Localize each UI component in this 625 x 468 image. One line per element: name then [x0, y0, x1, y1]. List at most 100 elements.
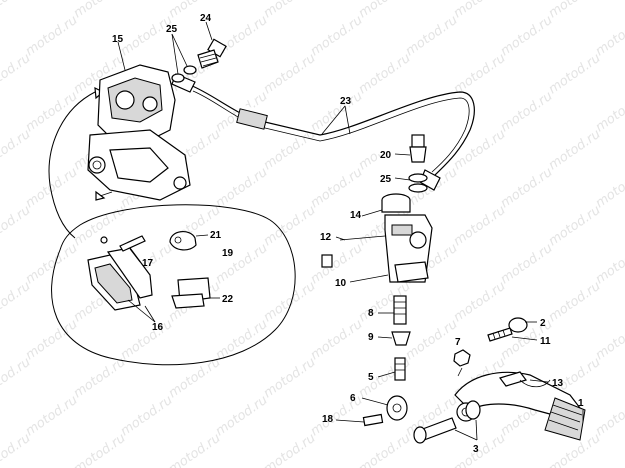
watermark-text: motod.ru — [546, 51, 603, 97]
callout-24: 24 — [200, 13, 212, 24]
hose-fitting — [408, 134, 428, 193]
leader-lines — [117, 21, 584, 441]
watermark-text: motod.ru — [403, 13, 460, 59]
watermark-text: motod.ru — [71, 0, 128, 21]
watermark-text: motod.ru — [593, 393, 625, 439]
watermark-text: motod.ru — [308, 165, 365, 211]
callout-1: 1 — [578, 398, 584, 409]
callout-23: 23 — [340, 96, 352, 107]
callout-3: 3 — [473, 444, 479, 455]
watermark-text: motod.ru — [261, 203, 318, 249]
watermark-text: motod.ru — [356, 51, 413, 97]
callouts: 15 25 24 23 20 25 14 12 10 8 9 5 6 18 7 … — [112, 13, 584, 455]
watermark-text: motod.ru — [546, 0, 603, 21]
watermark-text: motod.ru — [71, 203, 128, 249]
callout-10: 10 — [335, 278, 347, 289]
watermark-text: motod.ru — [213, 393, 270, 439]
watermark-text: motod.ru — [451, 431, 508, 468]
watermark-text: motod.ru — [23, 13, 80, 59]
callout-14: 14 — [350, 210, 362, 221]
watermark-text: motod.ru — [0, 279, 33, 325]
callout-2: 2 — [540, 318, 546, 329]
watermark-text: motod.ru — [0, 355, 33, 401]
pad-pin — [100, 235, 146, 252]
callout-11: 11 — [540, 336, 551, 347]
watermark-text: motod.ru — [261, 355, 318, 401]
watermark-text: motod.ru — [23, 89, 80, 135]
watermark-text: motod.ru — [498, 165, 555, 211]
pad-spring — [169, 231, 197, 251]
watermark-text: motod.ru — [593, 241, 625, 287]
callout-7: 7 — [455, 337, 461, 348]
watermark-text: motod.ru — [451, 51, 508, 97]
watermark-text: motod.ru — [71, 431, 128, 468]
watermark-text: motod.ru — [261, 0, 318, 21]
watermark-text: motod.ru — [356, 431, 413, 468]
callout-12: 12 — [320, 232, 332, 243]
callout-15: 15 — [112, 34, 124, 45]
pivot-bolt — [413, 400, 481, 444]
watermark-text: motod.ru — [593, 165, 625, 211]
pushrod-stack — [391, 295, 411, 381]
callout-18: 18 — [322, 414, 334, 425]
brake-pedal — [454, 371, 586, 441]
watermark-text: motod.ru — [403, 317, 460, 363]
callout-20: 20 — [380, 150, 392, 161]
watermark-text: motod.ru — [308, 393, 365, 439]
callout-8: 8 — [368, 308, 374, 319]
watermark-text: motod.ru — [498, 13, 555, 59]
callout-5: 5 — [368, 372, 374, 383]
watermark-text: motod.ru — [261, 51, 318, 97]
watermark-text: motod.ru — [118, 393, 175, 439]
watermark-text: motod.ru — [0, 127, 33, 173]
watermark-text: motod.ru — [166, 0, 223, 21]
callout-19: 19 — [222, 248, 234, 259]
watermark-text: motod.ru — [23, 393, 80, 439]
pad-clip — [171, 277, 211, 309]
watermark-text: motod.ru — [0, 51, 33, 97]
watermark-text: motod.ru — [261, 431, 318, 468]
watermark-text: motod.ru — [356, 0, 413, 21]
watermark-text: motod.ru — [0, 431, 33, 468]
callout-9: 9 — [368, 332, 374, 343]
watermark-text: motod.ru — [23, 165, 80, 211]
callout-21: 21 — [210, 230, 222, 241]
watermark-text: motod.ru — [71, 355, 128, 401]
watermark-text: motod.ru — [498, 89, 555, 135]
watermark-text: motod.ru — [593, 13, 625, 59]
watermark-text: motod.ru — [498, 241, 555, 287]
brake-caliper — [87, 64, 191, 201]
callout-17: 17 — [142, 258, 154, 269]
callout-13: 13 — [552, 378, 564, 389]
watermark-text: motod.ru — [451, 279, 508, 325]
watermark-text: motod.ru — [213, 317, 270, 363]
watermark-text: motod.ru — [451, 203, 508, 249]
clevis — [362, 395, 408, 427]
watermark-text: motod.ru — [546, 203, 603, 249]
watermark-text: motod.ru — [0, 203, 33, 249]
watermark-text: motod.ru — [593, 317, 625, 363]
watermark-text: motod.ru — [451, 0, 508, 21]
watermark-text: motod.ru — [166, 431, 223, 468]
callout-16: 16 — [152, 322, 164, 333]
watermark-text: motod.ru — [261, 279, 318, 325]
callout-25-top: 25 — [166, 24, 178, 35]
callout-6: 6 — [350, 393, 356, 404]
nut — [453, 349, 471, 367]
watermark-text: motod.ru — [166, 355, 223, 401]
watermark-text: motod.ru — [308, 13, 365, 59]
watermark-text: motod.ru — [546, 279, 603, 325]
watermark-text: motod.ru — [23, 317, 80, 363]
watermark-text: motod.ru — [0, 0, 33, 21]
callout-25-mid: 25 — [380, 174, 392, 185]
watermark-text: motod.ru — [546, 127, 603, 173]
watermark-text: motod.ru — [118, 13, 175, 59]
stop-bolt — [487, 317, 528, 342]
master-cylinder — [321, 193, 433, 283]
watermark-text: motod.ru — [593, 89, 625, 135]
watermark-text: motod.ru — [118, 317, 175, 363]
callout-22: 22 — [222, 294, 234, 305]
watermark-text: motod.ru — [308, 317, 365, 363]
